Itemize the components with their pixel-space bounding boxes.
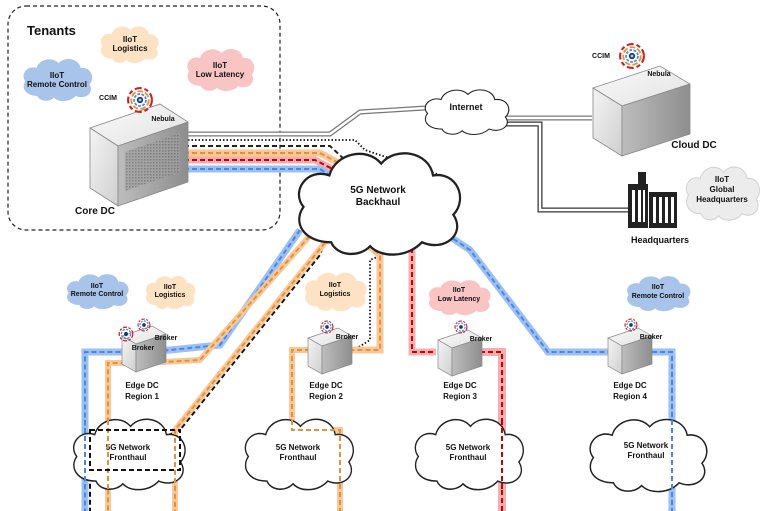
broker-label: Broker <box>336 334 359 341</box>
internet-label: Internet <box>449 102 482 112</box>
edge-dc-server[interactable] <box>437 329 483 377</box>
fronthaul-label-line1: 5G Network <box>106 443 151 452</box>
internet-cloud: Internet <box>424 89 510 136</box>
edge-label-line2: Region 3 <box>443 392 477 401</box>
core-dc-label: Core DC <box>75 206 115 217</box>
fronthaul-pass-lines <box>84 420 673 490</box>
broker-label: Broker <box>470 336 493 343</box>
tenant-label-line1: IIoT <box>213 61 227 70</box>
tenant-label-line2: Remote Control <box>632 293 685 300</box>
edge-dc-server[interactable] <box>121 325 167 373</box>
edge-label-line1: Edge DC <box>309 381 343 390</box>
fronthaul-cloud: 5G Network Fronthaul <box>244 418 355 491</box>
tenant-label-line1: IIoT <box>715 175 729 184</box>
core-dc-server[interactable]: Core DC <box>75 103 189 217</box>
tenant-label-line2: Global <box>710 185 735 194</box>
broker-label: Broker <box>640 334 663 341</box>
tenant-cloud-logistics: IIoT Logistics <box>145 275 196 310</box>
tenant-cloud-remote-control: IIoT Remote Control <box>627 276 691 312</box>
cloud-nebula-label: Nebula <box>647 71 670 78</box>
cloud-dc-server[interactable]: Cloud DC <box>592 65 717 157</box>
fronthaul-label-line1: 5G Network <box>446 443 491 452</box>
tenant-cloud-low-latency: IIoT Low Latency <box>187 49 255 92</box>
tenant-label-line1: IIoT <box>652 284 665 291</box>
backhaul-cloud: 5G Network Backhaul <box>297 152 462 256</box>
cloud-dc-label: Cloud DC <box>671 140 717 151</box>
tenant-label-line2: Remote Control <box>71 291 124 298</box>
tenant-cloud-remote-control: IIoT Remote Control <box>66 274 129 310</box>
backhaul-label-line2: Backhaul <box>356 197 401 208</box>
headquarters-label: Headquarters <box>631 235 689 245</box>
edge-label-line2: Region 4 <box>613 392 647 401</box>
tenant-label-line2: Low Latency <box>196 70 245 79</box>
broker-label: Broker <box>155 335 178 342</box>
edge-label-line1: Edge DC <box>125 381 159 390</box>
edge-label-line2: Region 1 <box>125 392 159 401</box>
tenant-label-line1: IIoT <box>329 282 342 289</box>
edge-region-4: IIoT Remote Control Broker Edge DC Regio… <box>589 276 708 493</box>
tenant-label-line1: IIoT <box>91 283 104 290</box>
edge-region-1: IIoT Remote Control IIoT Logistics Broke… <box>66 274 196 491</box>
tenant-label-line2: Logistics <box>320 291 351 298</box>
tenant-label-line2: Low Latency <box>438 296 481 303</box>
cloud-nebula-icon: CCIM Nebula <box>592 43 671 78</box>
tenant-label-line2: Logistics <box>155 292 186 299</box>
fronthaul-cloud: 5G Network Fronthaul <box>589 418 708 493</box>
core-nebula-icon: CCIM Nebula <box>99 87 175 123</box>
headquarters-building-icon: Headquarters <box>628 172 689 245</box>
tenant-label-line1: IIoT <box>50 71 64 80</box>
fronthaul-label-line2: Fronthaul <box>628 451 665 460</box>
fronthaul-label-line2: Fronthaul <box>280 453 317 462</box>
tenant-cloud-remote-control: IIoT Remote Control <box>23 59 93 102</box>
edge-label-line2: Region 2 <box>309 392 343 401</box>
fronthaul-label-line2: Fronthaul <box>110 453 147 462</box>
tenant-label-line1: IIoT <box>453 287 466 294</box>
tenant-cloud-logistics: IIoT Logistics <box>304 272 367 312</box>
tenant-label-line1: IIoT <box>123 35 137 44</box>
edge-dc-server[interactable] <box>307 327 353 375</box>
fronthaul-label-line2: Fronthaul <box>450 453 487 462</box>
edge-label-line1: Edge DC <box>443 381 477 390</box>
cloud-ccim-label: CCIM <box>592 53 610 60</box>
backhaul-label-line1: 5G Network <box>350 185 406 196</box>
tenant-label-line2: Logistics <box>112 44 148 53</box>
core-nebula-label: Nebula <box>151 116 174 123</box>
tenant-cloud-global-hq: IIoT Global Headquarters <box>685 166 760 221</box>
tenants-title: Tenants <box>27 23 76 38</box>
core-ccim-label: CCIM <box>99 95 117 102</box>
fronthaul-cloud: 5G Network Fronthaul <box>414 418 525 491</box>
edge-dc-server[interactable] <box>607 327 653 375</box>
broker-label: Broker <box>132 345 155 352</box>
tenants-box: Tenants <box>7 5 281 231</box>
fronthaul-label-line1: 5G Network <box>624 441 669 450</box>
tenant-label-line3: Headquarters <box>696 195 748 204</box>
edge-label-line1: Edge DC <box>613 381 647 390</box>
edge-region-3: IIoT Low Latency Broker Edge DC Region 3… <box>414 280 525 491</box>
tenant-label-line1: IIoT <box>164 284 177 291</box>
tenant-label-line2: Remote Control <box>27 80 87 89</box>
fronthaul-cloud: 5G Network Fronthaul <box>72 418 186 491</box>
tenant-cloud-low-latency: IIoT Low Latency <box>428 280 491 316</box>
fronthaul-label-line1: 5G Network <box>276 443 321 452</box>
edge-region-2: IIoT Logistics Broker Edge DC Region 2 5… <box>244 272 367 491</box>
tenant-cloud-logistics: IIoT Logistics <box>100 26 159 64</box>
